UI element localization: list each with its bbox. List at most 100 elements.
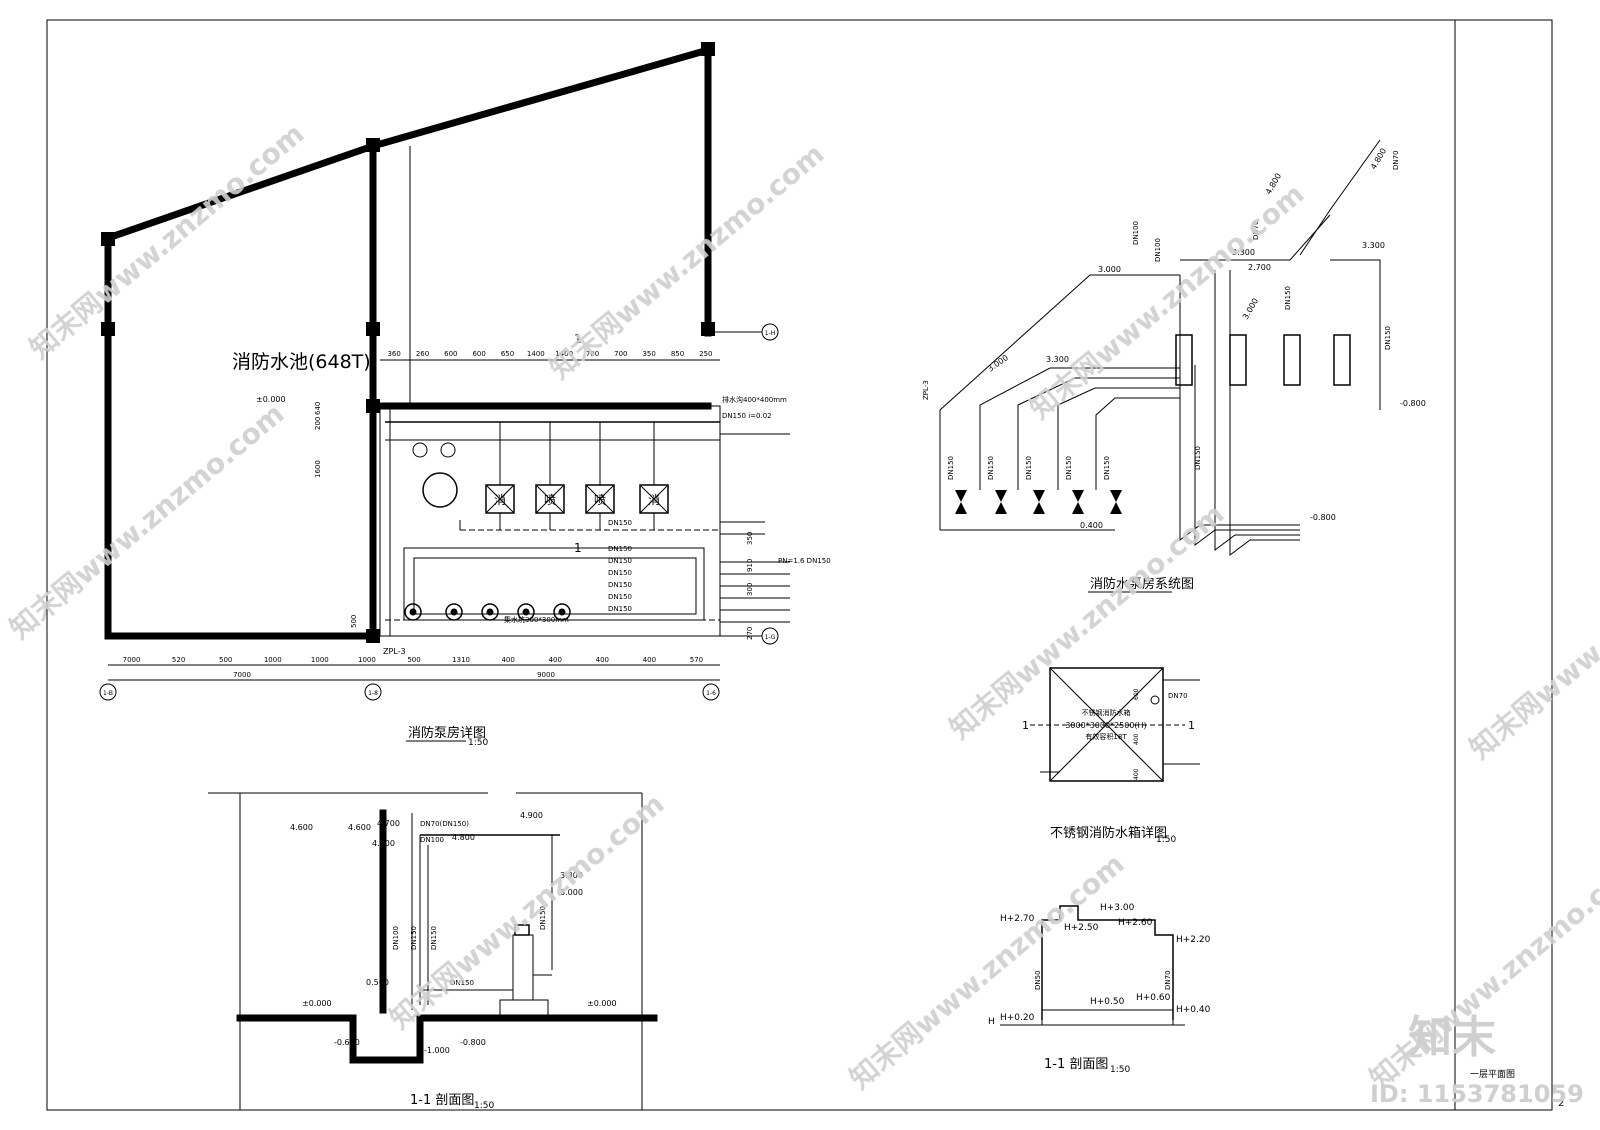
tank-detail-scale: 1:50 (1156, 835, 1176, 845)
watermark-layer: 知末网www.znzmo.com 知末网www.znzmo.com 知末网www… (3, 117, 1600, 1095)
sd-pipe-3: DN150 (1025, 456, 1033, 480)
sd-elev-4: 3.300 (1232, 248, 1255, 257)
tank-section: H+3.00 H+2.70 H+2.50 H+2.60 H+2.20 H+0.5… (988, 903, 1211, 1075)
pipe-label-3: DN150 (608, 557, 632, 565)
dim-bottom-1-6: 1000 (358, 656, 376, 664)
axis-1g: 1-G (765, 634, 776, 641)
pipe-label-6: DN150 (608, 593, 632, 601)
section-mark-top: 1 (574, 332, 582, 346)
dim-top-9: 700 (614, 350, 627, 358)
sl-pipe-2: DN100 (420, 836, 444, 844)
sl-elev-13: -1.000 (424, 1046, 450, 1055)
tank-pipe: DN70 (1168, 692, 1188, 700)
pipe-label-4: DN150 (608, 569, 632, 577)
sd-zpl-marker: ZPL-3 (922, 380, 930, 400)
pump-room-outline (379, 405, 721, 637)
tank-detail-title: 不锈钢消防水箱详图 (1050, 825, 1167, 841)
axis-18: 1-8 (368, 690, 378, 697)
side-dim-6: 350 (746, 532, 754, 545)
dim-bottom-1-8: 1310 (452, 656, 470, 664)
axis-1h: 1-H (765, 330, 776, 337)
side-dim-3: 1600 (314, 460, 322, 478)
tank-label-3: 喷 (594, 493, 606, 507)
sd-pipe-9: DN150 (1284, 286, 1292, 310)
side-dim-8: 270 (746, 627, 754, 640)
sl-elev-6: 4.900 (520, 811, 543, 820)
dim-bottom-1-1: 7000 (123, 656, 141, 664)
tank-units: 消 喷 喷 消 (485, 484, 669, 514)
sl-elev-11: ±0.000 (587, 999, 617, 1008)
side-dim-4: 500 (350, 615, 358, 628)
sd-pipe-2: DN150 (987, 456, 995, 480)
dim-top-10: 350 (642, 350, 655, 358)
ts-level-1: H+3.00 (1100, 903, 1135, 913)
sl-elev-8: 3.000 (560, 888, 583, 897)
sl-pipe-1: DN70(DN150) (420, 820, 469, 828)
pressure-tank (422, 472, 458, 508)
side-dim-7: 300 (746, 583, 754, 596)
dim-bottom-1-4: 1000 (264, 656, 282, 664)
watermark-brand: 知末 (1408, 1012, 1496, 1063)
sl-elev-1: 4.600 (290, 823, 313, 832)
ts-pipe-2: DN70 (1164, 970, 1172, 990)
tank-section-scale: 1:50 (1110, 1065, 1130, 1075)
ts-level-4: H+2.60 (1118, 918, 1153, 928)
side-dim-2: 640 (314, 402, 322, 415)
dim-top-11: 850 (671, 350, 684, 358)
sl-elev-2: 4.600 (348, 823, 371, 832)
dim-bottom-1-12: 400 (643, 656, 656, 664)
sd-pipe-8: DN70 (1252, 220, 1260, 240)
watermark-id: ID: 1153781059 (1370, 1080, 1584, 1108)
tank-dim-1: 600 (1133, 688, 1140, 700)
section-left-title: 1-1 剖面图 (410, 1093, 474, 1108)
pump-room-plan: 消 喷 喷 消 DN150 DN150 DN150 DN150 DN150 DN… (99, 42, 831, 748)
sl-elev-7: 3.300 (560, 871, 583, 880)
sd-elev-10: 0.400 (1080, 521, 1103, 530)
dim-top-6: 1400 (527, 350, 545, 358)
sd-pipe-11: DN150 (1384, 326, 1392, 350)
tank-label-4: 消 (648, 493, 660, 507)
sd-pipe-7: DN100 (1154, 238, 1162, 262)
watermark-text-2: 知末网www.znzmo.com (543, 137, 830, 385)
dim-bottom-1-2: 520 (172, 656, 185, 664)
dim-top-12: 250 (699, 350, 712, 358)
sl-pipe-5: DN150 (539, 906, 547, 930)
watermark-text-1: 知末网www.znzmo.com (23, 117, 310, 365)
sd-elev-6: 3.000 (1241, 297, 1260, 321)
tank-detail: 不锈钢消防水箱 3000*3000*2500(H) 有效容积18T 1 1 60… (1022, 667, 1200, 845)
dim-bottom-1-3: 500 (219, 656, 232, 664)
ts-level-9: H+0.40 (1176, 1005, 1211, 1015)
sl-elev-12: -0.600 (334, 1038, 360, 1047)
tank-section-mark-left: 1 (1022, 719, 1029, 732)
pn-note: PN=1.6 DN150 (778, 557, 831, 565)
tank-label-2: 喷 (544, 493, 556, 507)
pump-room-plan-title: 消防泵房详图 (408, 725, 486, 741)
ts-level-7: H+0.60 (1136, 993, 1171, 1003)
sheet-border (46, 19, 1553, 1111)
side-dim-5: 910 (746, 559, 754, 572)
sl-elev-5: 4.800 (452, 833, 475, 842)
ts-level-5: H+2.20 (1176, 935, 1211, 945)
tank-label-1: 消 (494, 493, 506, 507)
dim-bottom-1-9: 400 (501, 656, 514, 664)
ts-level-2: H+2.70 (1000, 914, 1035, 924)
tank-section-mark-right: 1 (1188, 719, 1195, 732)
pool-elevation: ±0.000 (256, 395, 286, 404)
sl-pipe-6: DN150 (410, 926, 418, 950)
pit-note: 集水坑300*300mm (504, 615, 569, 624)
system-diagram-title: 消防水泵房系统图 (1090, 576, 1194, 592)
page-number: 2 (1558, 1098, 1564, 1109)
ts-level-6: H+0.50 (1090, 997, 1125, 1007)
ts-level-3: H+2.50 (1064, 923, 1099, 933)
tank-capacity: 有效容积18T (1085, 732, 1127, 741)
sl-elev-4: 4.100 (372, 839, 395, 848)
sd-elev-3: 3.300 (1046, 355, 1069, 364)
dim-top-8: 700 (586, 350, 599, 358)
pipe-label-1: DN150 (608, 519, 632, 527)
section-left-scale: 1:50 (474, 1101, 494, 1111)
sl-elev-10: ±0.000 (302, 999, 332, 1008)
watermark-text-4: 知末网www.znzmo.com (3, 397, 290, 645)
